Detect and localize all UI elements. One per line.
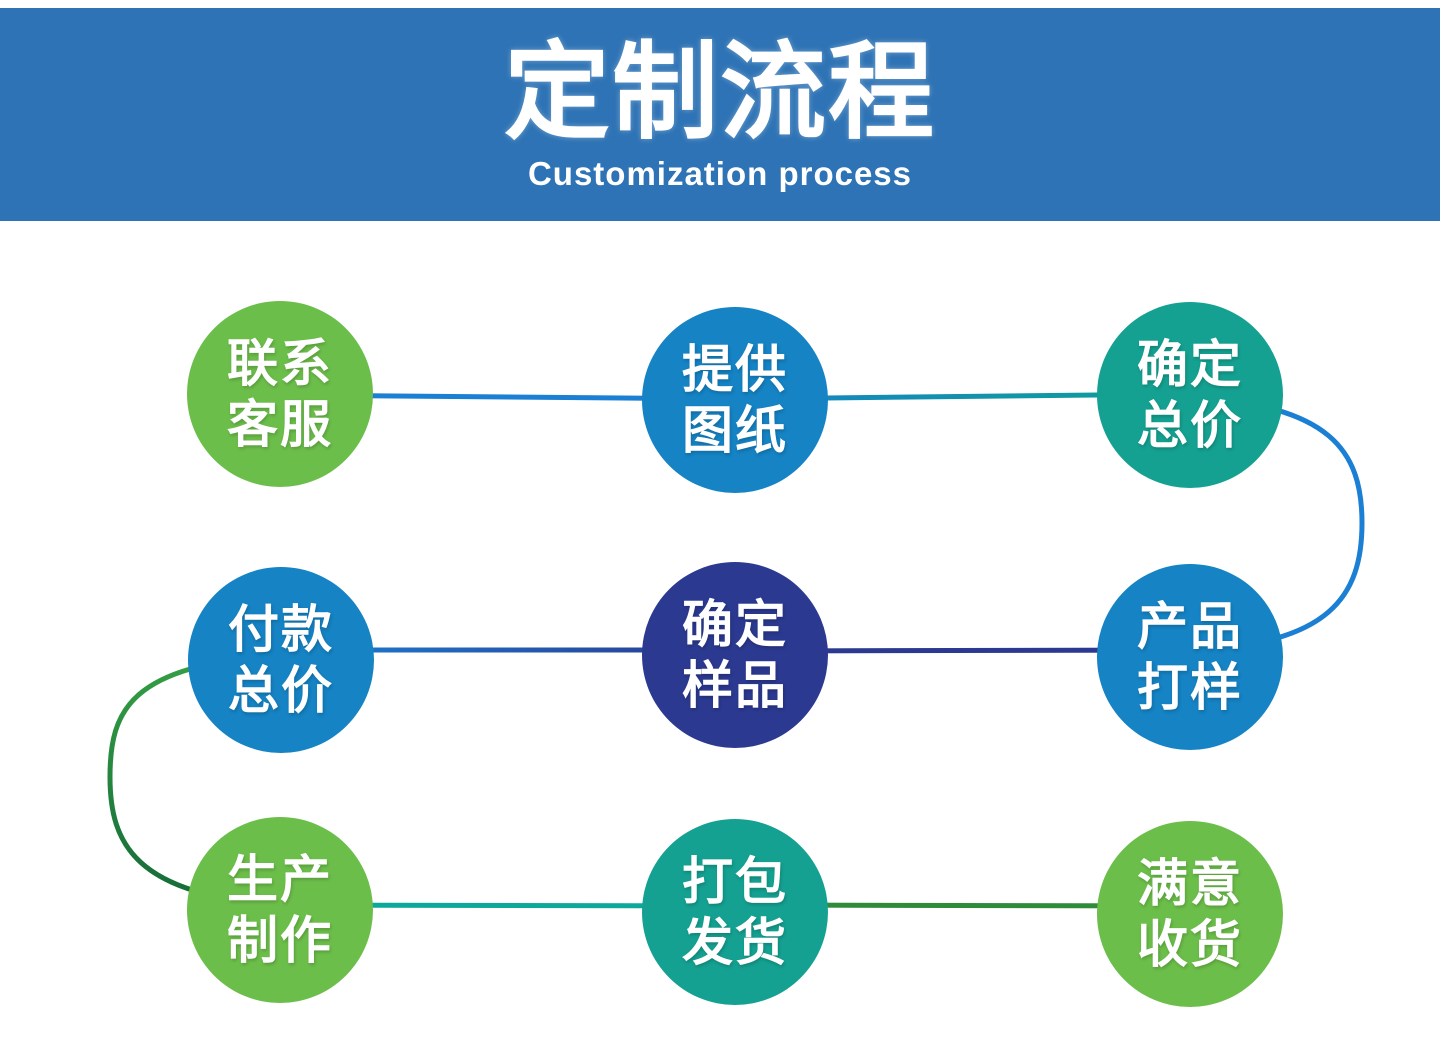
step-circle-contact-service: 联系 客服 xyxy=(187,301,373,487)
step-label-line2: 发货 xyxy=(681,914,788,971)
step-circle-production: 生产 制作 xyxy=(187,817,373,1003)
step-label-line1: 联系 xyxy=(226,334,333,392)
step-label-line2: 收货 xyxy=(1136,916,1243,973)
step-label-line2: 样品 xyxy=(681,657,788,714)
connector-totalprice-to-sampling-curve xyxy=(1187,394,1365,653)
page-title: 定制流程 xyxy=(504,33,936,152)
step-circle-confirm-sample: 确定 样品 xyxy=(642,562,828,748)
connector-payment-to-production-curve xyxy=(107,652,284,908)
step-label-line2: 图纸 xyxy=(681,402,788,459)
page-subtitle: Customization process xyxy=(527,155,913,193)
step-label-line2: 制作 xyxy=(226,912,333,969)
step-circle-satisfied-receipt: 满意 收货 xyxy=(1097,821,1283,1007)
step-circle-product-sampling: 产品 打样 xyxy=(1097,564,1283,750)
step-label-line2: 打样 xyxy=(1136,659,1243,716)
step-label-line2: 总价 xyxy=(1136,397,1243,454)
step-circle-pay-total-price: 付款 总价 xyxy=(188,567,374,753)
step-label-line1: 确定 xyxy=(681,595,788,653)
step-circle-pack-and-ship: 打包 发货 xyxy=(642,819,828,1005)
step-label-line1: 提供 xyxy=(681,340,788,398)
step-label-line1: 确定 xyxy=(1136,335,1243,393)
step-label-line2: 总价 xyxy=(227,662,334,719)
header-banner: 定制流程 Customization process xyxy=(0,8,1440,221)
step-label-line1: 付款 xyxy=(227,600,334,658)
step-label-line1: 满意 xyxy=(1136,854,1243,912)
step-label-line1: 打包 xyxy=(681,852,788,910)
step-circle-provide-drawings: 提供 图纸 xyxy=(642,307,828,493)
step-label-line1: 生产 xyxy=(226,850,333,908)
step-label-line2: 客服 xyxy=(226,396,333,453)
step-label-line1: 产品 xyxy=(1136,597,1243,655)
step-circle-confirm-total-price: 确定 总价 xyxy=(1097,302,1283,488)
